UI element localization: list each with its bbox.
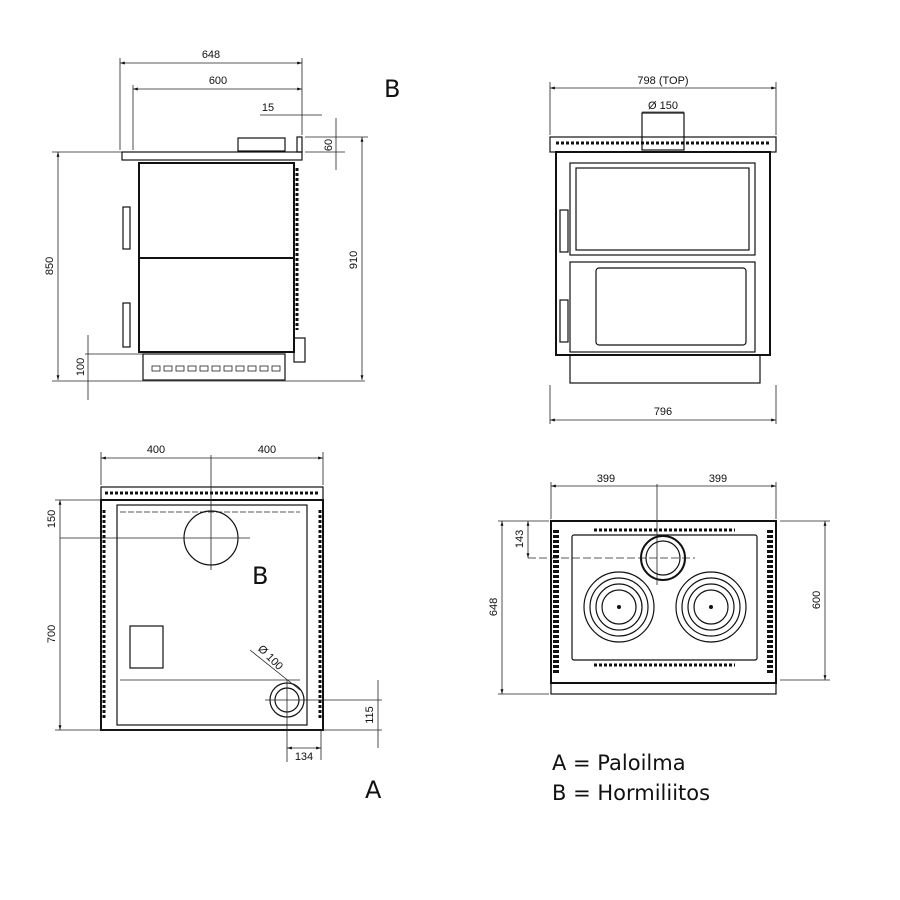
dim-100: 100 <box>75 358 87 376</box>
front-flue-collar <box>641 112 685 151</box>
dim-648: 648 <box>202 49 220 61</box>
dim-diameter-150: Ø 150 <box>648 100 678 112</box>
front-base <box>569 354 761 384</box>
side-flue-collar <box>237 137 286 152</box>
dim-60: 60 <box>323 139 335 151</box>
rear-panel <box>129 625 164 669</box>
dim-648-top: 648 <box>488 598 500 616</box>
side-base <box>142 353 286 381</box>
upper-door <box>569 162 756 256</box>
base-vent-slots <box>151 365 281 372</box>
left-burner <box>583 571 655 643</box>
dim-850: 850 <box>44 257 56 275</box>
side-view: 648 600 15 60 850 910 100 B <box>44 49 400 400</box>
right-burner <box>675 571 747 643</box>
lower-door <box>569 261 756 353</box>
dim-600-top: 600 <box>811 591 823 609</box>
dim-15: 15 <box>262 102 274 114</box>
rear-body <box>100 499 324 731</box>
side-top-plate <box>121 151 303 161</box>
air-label-a: A <box>365 776 382 804</box>
lower-door-handle <box>122 302 131 348</box>
front-view: 798 (TOP) Ø 150 796 <box>549 75 777 424</box>
cooking-plate <box>571 534 758 661</box>
dim-399-left: 399 <box>597 473 615 485</box>
dim-115: 115 <box>364 706 376 724</box>
legend-b: B = Hormiliitos <box>552 781 710 805</box>
side-backsplash <box>296 136 303 153</box>
dim-399-right: 399 <box>709 473 727 485</box>
rear-flue-label-b: B <box>252 562 268 590</box>
upper-door-handle <box>122 206 131 250</box>
dim-400-left: 400 <box>147 444 165 456</box>
legend-a: A = Paloilma <box>552 751 686 775</box>
dim-143: 143 <box>514 530 526 548</box>
oven-window <box>595 267 747 346</box>
flue-label-b: B <box>384 75 400 103</box>
dim-910: 910 <box>348 251 360 269</box>
dim-798-top: 798 (TOP) <box>637 75 688 87</box>
dim-134: 134 <box>295 751 313 763</box>
dim-796: 796 <box>654 406 672 418</box>
dim-400-right: 400 <box>258 444 276 456</box>
rear-view: Ø 100 400 400 150 700 115 134 B A <box>46 444 382 804</box>
legend: A = Paloilma B = Hormiliitos <box>552 751 710 805</box>
front-body <box>555 151 771 356</box>
top-view: 399 399 143 648 600 <box>488 473 830 695</box>
dim-600: 600 <box>209 75 227 87</box>
dim-150: 150 <box>46 510 58 528</box>
dim-700: 700 <box>46 625 58 643</box>
